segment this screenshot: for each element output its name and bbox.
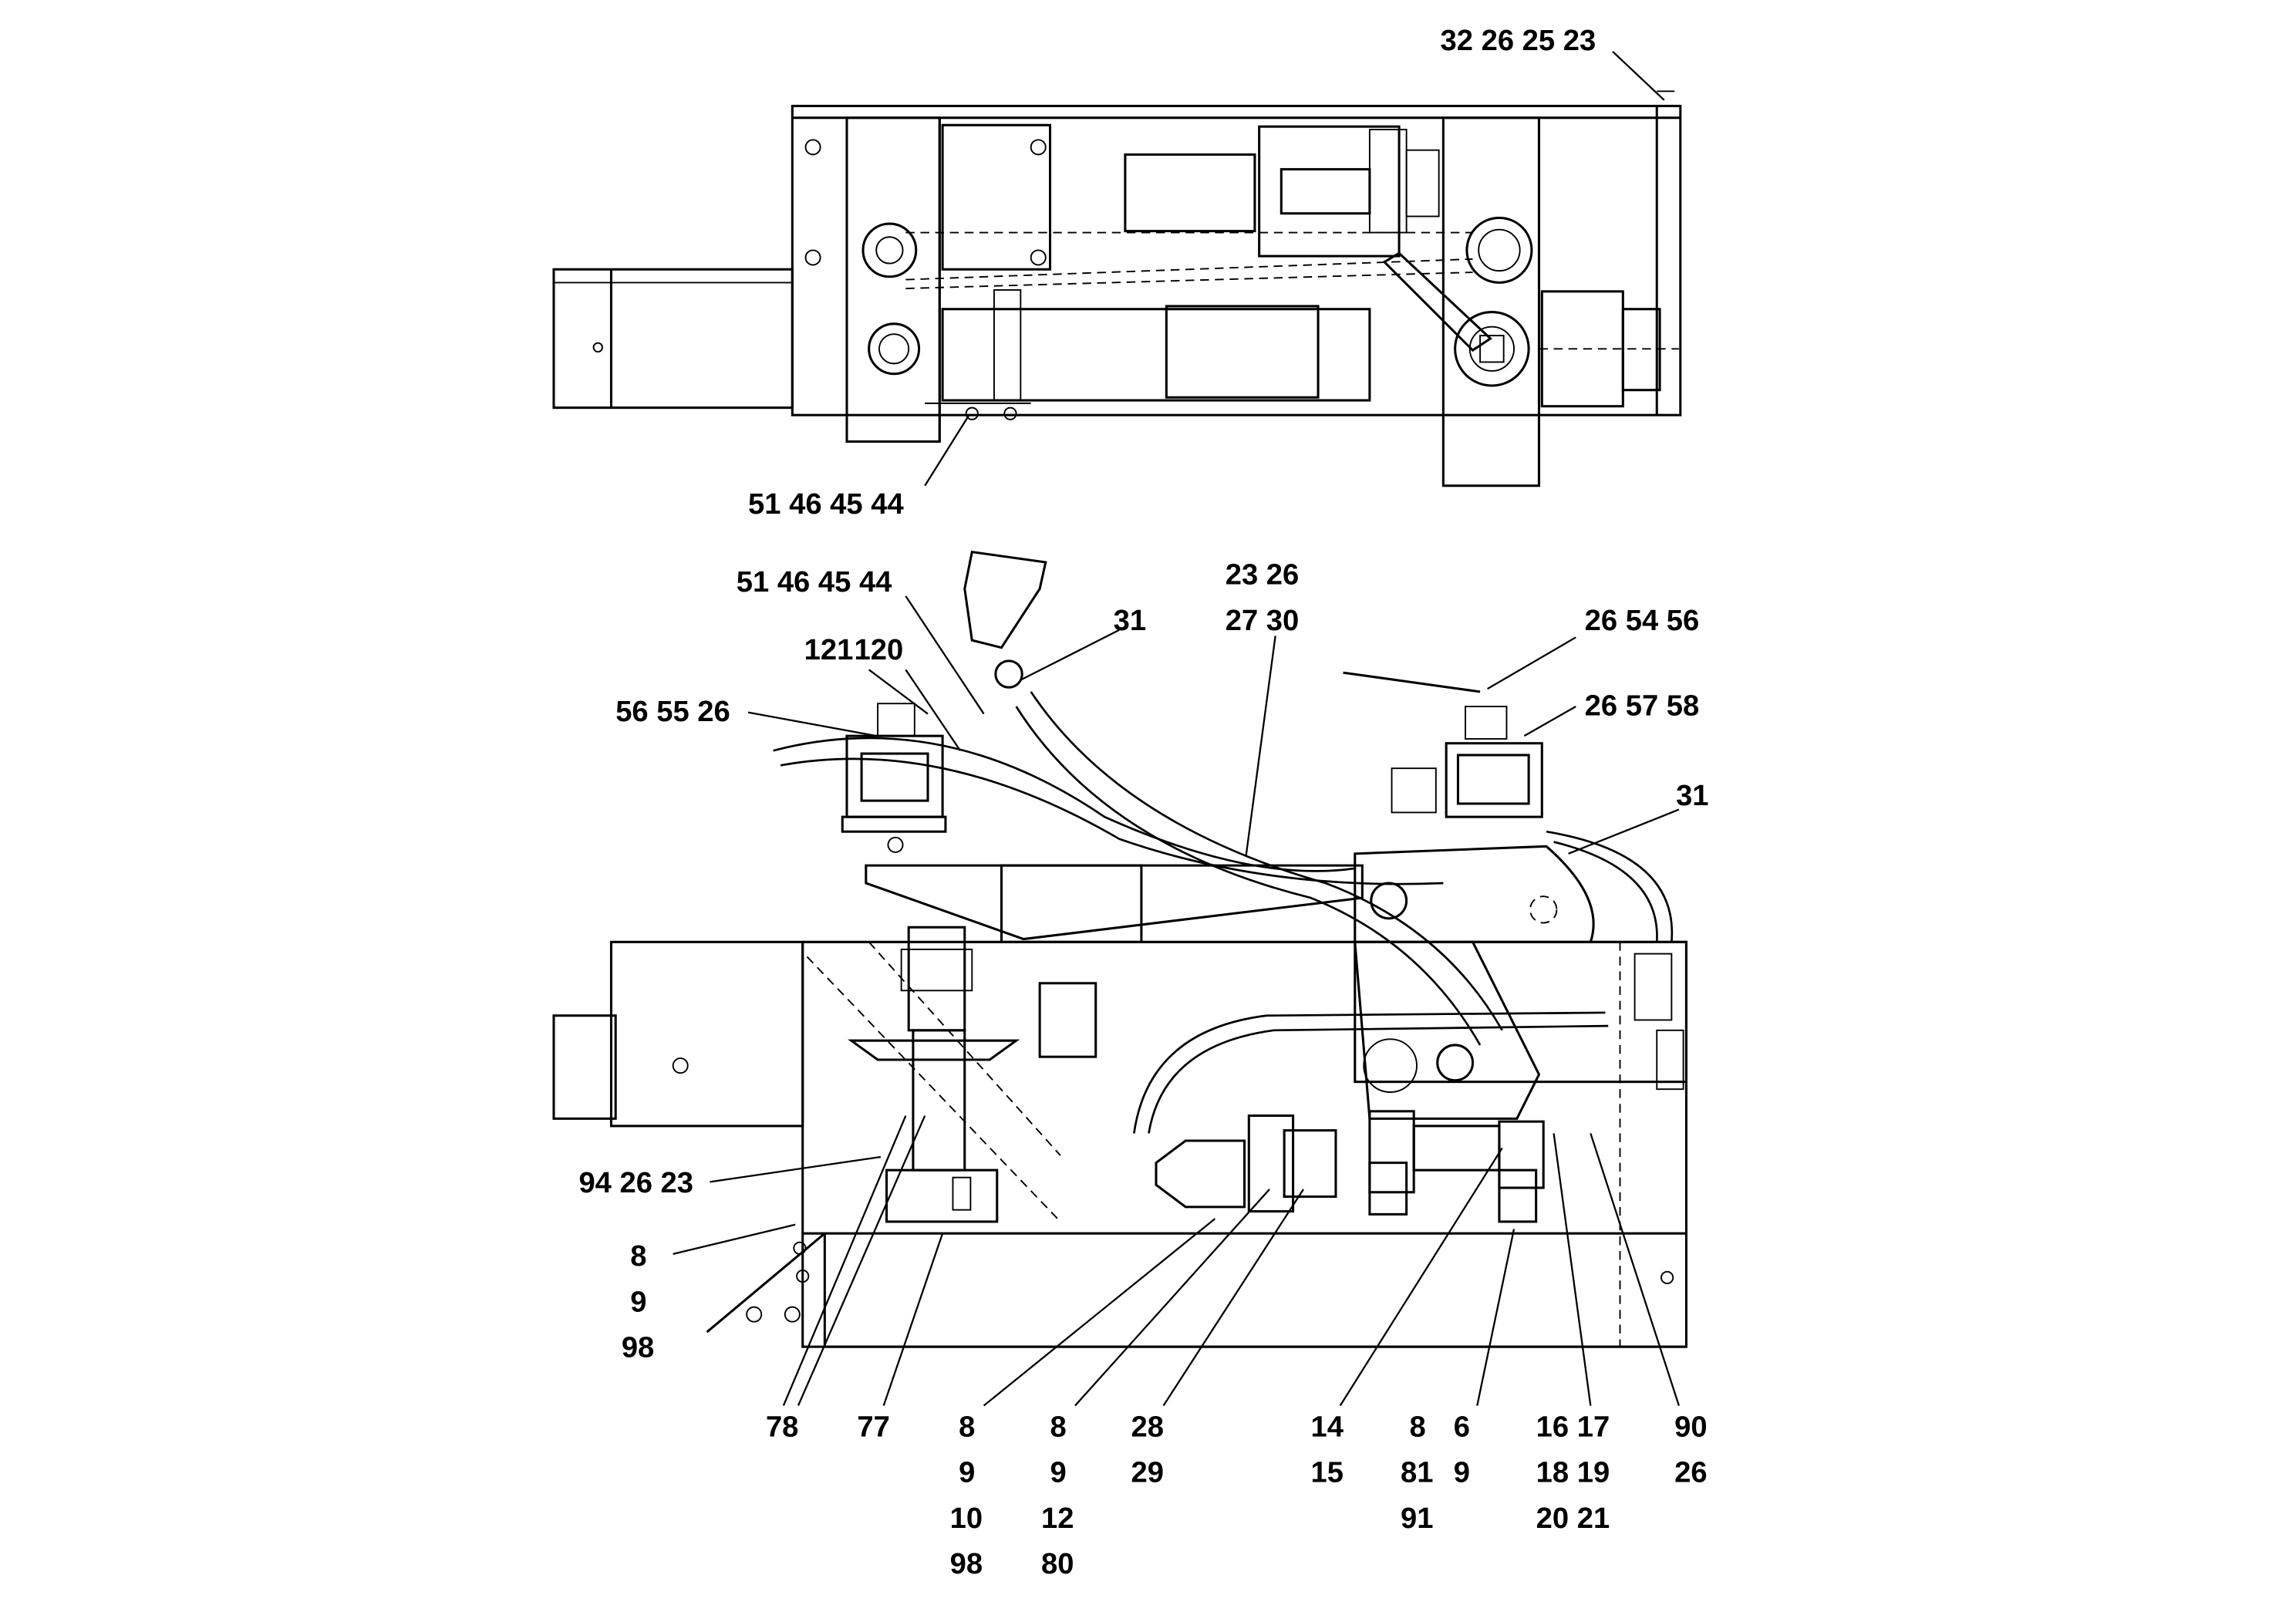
callout-c4-0: 14 [1311, 1411, 1344, 1444]
callout-top-right: 32 26 25 23 [1441, 24, 1596, 57]
callout-c2-1: 9 [1050, 1456, 1067, 1489]
callout-c8-1: 26 [1674, 1456, 1707, 1489]
callout-c1-1: 9 [959, 1456, 975, 1489]
callout-c2-3: 80 [1041, 1547, 1074, 1580]
callout-98-left: 98 [622, 1331, 654, 1364]
callout-c1-2: 10 [950, 1502, 983, 1535]
callout-8-left: 8 [630, 1239, 646, 1273]
callout-9-left: 9 [630, 1285, 646, 1318]
callout-c4-1: 15 [1311, 1456, 1344, 1489]
callout-c1-3: 98 [950, 1547, 983, 1580]
leader-lines [673, 50, 1680, 1407]
callout-c3-0: 28 [1131, 1411, 1164, 1444]
callout-c2-2: 12 [1041, 1502, 1074, 1535]
callout-26-54-56: 26 54 56 [1585, 604, 1700, 637]
callout-c5-2: 91 [1401, 1502, 1433, 1535]
callout-side-top-left: 51 46 45 44 [737, 565, 892, 599]
callout-c1-0: 8 [959, 1411, 975, 1444]
callout-c6-1: 9 [1454, 1456, 1470, 1489]
callout-c7-2: 20 21 [1536, 1502, 1610, 1535]
top-view [552, 90, 1682, 487]
callout-31-b: 31 [1676, 779, 1708, 812]
callout-56-55-26: 56 55 26 [615, 695, 730, 728]
callout-77: 77 [857, 1411, 889, 1444]
callout-31-a: 31 [1114, 604, 1146, 637]
callout-27-30: 27 30 [1226, 604, 1300, 637]
callout-121: 121 [804, 633, 854, 666]
callout-23-26: 23 26 [1226, 558, 1300, 592]
callout-94-26-23: 94 26 23 [578, 1166, 693, 1199]
callout-c6-0: 6 [1454, 1411, 1470, 1444]
callout-c3-1: 29 [1131, 1456, 1164, 1489]
callout-c7-1: 18 19 [1536, 1456, 1610, 1489]
callout-c5-0: 8 [1409, 1411, 1425, 1444]
callout-26-57-58: 26 57 58 [1585, 689, 1700, 722]
callout-labels: 32 26 25 23 51 46 45 44 51 46 45 44 121 … [578, 24, 1708, 1580]
callout-c5-1: 81 [1401, 1456, 1433, 1489]
callout-top-view-bottom: 51 46 45 44 [748, 487, 904, 521]
callout-c7-0: 16 17 [1536, 1411, 1610, 1444]
callout-c2-0: 8 [1050, 1411, 1067, 1444]
callout-120: 120 [855, 633, 904, 666]
callout-78: 78 [766, 1411, 798, 1444]
callout-c8-0: 90 [1674, 1411, 1707, 1444]
side-view [552, 550, 1687, 1348]
